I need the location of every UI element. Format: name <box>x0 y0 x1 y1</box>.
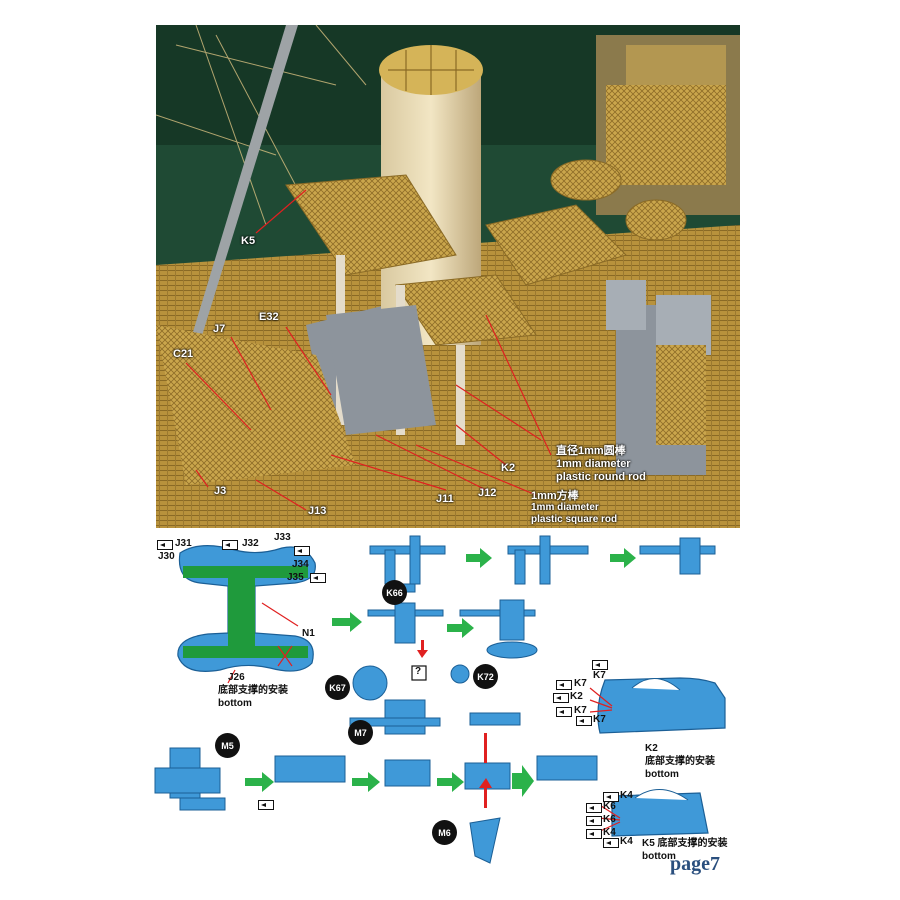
arrow-tag-icon <box>556 680 572 690</box>
label-round-rod-en1: 1mm diameter <box>556 458 631 470</box>
label-k2: K2 <box>501 462 516 474</box>
label-square-rod-cn: 1mm方棒 <box>531 490 579 502</box>
label-j11: J11 <box>436 493 454 505</box>
label-k2-list-3: K7 <box>574 705 587 716</box>
label-k7-top: K7 <box>593 670 606 681</box>
caption-j26-cn: 底部支撑的安装 <box>218 685 288 696</box>
red-dotted-arrows <box>417 640 492 808</box>
label-square-rod-en1: 1mm diameter <box>531 502 599 513</box>
label-k5-list-5: K4 <box>620 836 633 847</box>
label-j34: J34 <box>292 559 309 570</box>
label-j32: J32 <box>242 538 259 549</box>
label-k2-list-4: K7 <box>593 714 606 725</box>
label-j30: J30 <box>158 551 175 562</box>
label-k5-list-1: K4 <box>620 790 633 801</box>
assembly-diagram <box>154 535 726 864</box>
label-k2-list-1: K7 <box>574 678 587 689</box>
arrow-tag-icon <box>294 546 310 556</box>
caption-k2-en: bottom <box>645 769 679 780</box>
arrow-tag-icon <box>586 803 602 813</box>
k2-part-shape <box>589 677 726 734</box>
badge-m5: M5 <box>215 733 240 758</box>
label-k5-list-4: K4 <box>603 827 616 838</box>
arrow-tag-icon <box>576 716 592 726</box>
arrow-tag-icon <box>222 540 238 550</box>
caption-j26-en: bottom <box>218 698 252 709</box>
label-j26: J26 <box>228 672 245 683</box>
label-j33: J33 <box>274 532 291 543</box>
badge-k66: K66 <box>382 580 407 605</box>
arrow-tag-icon <box>258 800 274 810</box>
caption-k5-cn: K5 底部支撑的安装 <box>642 838 728 849</box>
model-photo: K5 E32 J7 C21 J3 J13 J11 J12 K2 直径1mm圆棒 … <box>156 25 740 528</box>
arrow-tag-icon <box>603 792 619 802</box>
arrow-tag-icon <box>592 660 608 670</box>
label-k2-list-2: K2 <box>570 691 583 702</box>
label-k2-name: K2 <box>645 743 658 754</box>
label-j3: J3 <box>214 485 227 497</box>
arrow-tag-icon <box>586 816 602 826</box>
question-box <box>411 665 427 681</box>
label-n1: N1 <box>302 628 315 639</box>
k5-part-shape <box>597 789 709 837</box>
badge-k72: K72 <box>473 664 498 689</box>
label-e32: E32 <box>259 311 279 323</box>
label-k5-list-3: K6 <box>603 814 616 825</box>
label-square-rod-en2: plastic square rod <box>531 514 618 525</box>
k66-gun-parts <box>154 535 716 864</box>
page-number: page7 <box>670 853 720 875</box>
photo-scene <box>156 25 740 528</box>
question-mark: ? <box>415 666 422 677</box>
label-j31: J31 <box>175 538 192 549</box>
badge-m6: M6 <box>432 820 457 845</box>
label-round-rod-cn: 直径1mm圆棒 <box>556 445 626 457</box>
assembly-arrows <box>245 548 636 797</box>
label-k5-list-2: K6 <box>603 801 616 812</box>
label-j7: J7 <box>213 323 226 335</box>
j26-n1-part <box>177 545 316 684</box>
badge-k67: K67 <box>325 675 350 700</box>
label-c21: C21 <box>173 348 194 360</box>
arrow-tag-icon <box>586 829 602 839</box>
arrow-tag-icon <box>556 707 572 717</box>
badge-m7: M7 <box>348 720 373 745</box>
caption-k5-en: bottom <box>642 851 676 862</box>
label-k5: K5 <box>241 235 256 247</box>
label-j12: J12 <box>478 487 497 499</box>
label-j13: J13 <box>308 505 327 517</box>
arrow-tag-icon <box>157 540 173 550</box>
label-j35: J35 <box>287 572 304 583</box>
arrow-tag-icon <box>603 838 619 848</box>
caption-k2-cn: 底部支撑的安装 <box>645 756 715 767</box>
arrow-tag-icon <box>310 573 326 583</box>
arrow-tag-icon <box>553 693 569 703</box>
label-round-rod-en2: plastic round rod <box>556 471 646 483</box>
